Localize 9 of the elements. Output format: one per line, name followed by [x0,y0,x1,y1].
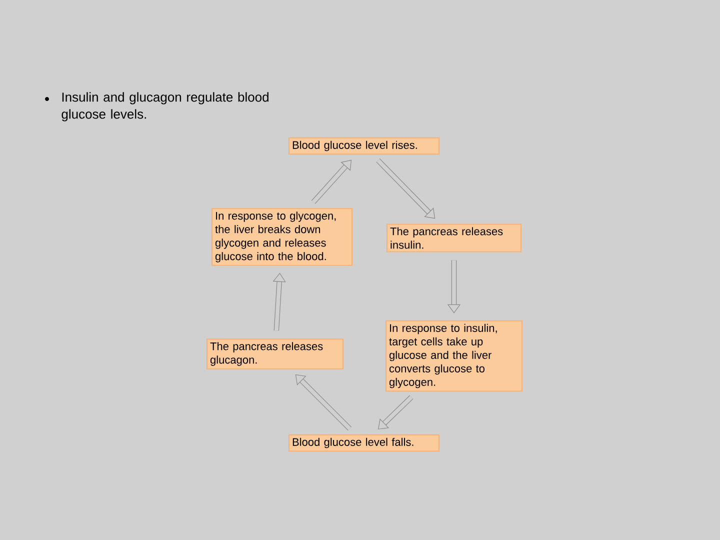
block-arrow [295,374,352,431]
process-box: In response to insulin, target cells take up glucose and the liver converts glucose to glycogen. [386,320,522,392]
process-box: Blood glucose level rises. [288,137,440,155]
block-arrow [376,158,436,219]
process-box: The pancreas releases insulin. [386,224,522,252]
process-box: In response to glycogen, the liver breaks down glycogen and releases glucose into the blood. [212,208,352,266]
process-box: The pancreas releases glucagon. [206,338,344,370]
process-box: Blood glucose level falls. [288,434,440,452]
bullet-text: Insulin and glucagon regulate blood glucose levels. [62,92,268,122]
